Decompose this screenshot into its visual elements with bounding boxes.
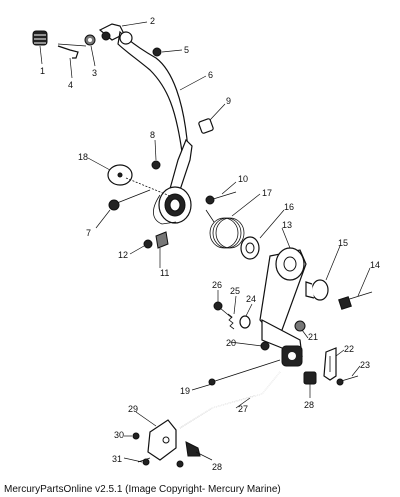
part-12-nut [143,239,153,249]
callout-10: 10 [238,174,248,184]
part-15-bushing [305,279,329,301]
callout-23: 23 [360,360,370,370]
callout-9: 9 [226,96,231,106]
callout-15: 15 [338,238,348,248]
callout-7: 7 [86,228,91,238]
part-5-bolt [152,47,162,57]
part-20-pin [260,341,270,351]
ball-joint-block [281,345,303,367]
callout-26: 26 [212,280,222,290]
copyright-caption: MercuryPartsOnline v2.5.1 (Image Copyrig… [4,484,281,495]
callout-labels: 1 2 3 4 5 6 7 8 9 10 11 12 13 14 15 16 1… [40,16,380,472]
callout-6: 6 [208,70,213,80]
callout-20: 20 [226,338,236,348]
callout-22: 22 [344,344,354,354]
callout-3: 3 [92,68,97,78]
part-18-washer [107,164,171,197]
part-17-spring [205,209,245,249]
part-11-bushing [155,231,169,249]
callout-13: 13 [282,220,292,230]
part-10-screw [205,191,237,205]
part-29-bracket [147,419,177,461]
part-14-bolt [338,291,373,310]
callout-8: 8 [150,130,155,140]
part-7-bolt [108,189,151,211]
part-25-spring [227,313,235,330]
callout-24: 24 [246,294,256,304]
part-30-nut [132,432,140,440]
callout-5: 5 [184,45,189,55]
part-9-bushing [198,118,214,134]
callout-25: 25 [230,286,240,296]
part-13-lever [259,247,307,357]
part-22-clip [323,347,337,381]
callout-27: 27 [238,404,248,414]
callout-2: 2 [150,16,155,26]
leader-lines [39,21,371,463]
part-23-screw [336,375,359,386]
callout-29: 29 [128,404,138,414]
part-6-lever [117,30,193,197]
callout-12: 12 [118,250,128,260]
part-2-ball-joint [98,23,125,41]
part-8-nut [151,160,161,170]
part-16-bushing [240,236,260,260]
callout-4: 4 [68,80,73,90]
callout-17: 17 [262,188,272,198]
callout-14: 14 [370,260,380,270]
part-19-rod [208,359,281,386]
part-28-nut-lower [176,441,201,468]
part-27-link-rod [179,371,281,429]
part-28-nut-upper [303,371,317,385]
callout-28-lower: 28 [212,462,222,472]
callout-30: 30 [114,430,124,440]
part-1-spring [32,30,48,46]
part-21-nut [294,320,306,332]
callout-19: 19 [180,386,190,396]
part-26-screw [213,301,233,319]
callout-18: 18 [78,152,88,162]
part-3-nut [84,34,96,46]
callout-28-upper: 28 [304,400,314,410]
pivot-hub [153,186,192,225]
callout-21: 21 [308,332,318,342]
callout-16: 16 [284,202,294,212]
callout-31: 31 [112,454,122,464]
callout-1: 1 [40,66,45,76]
part-4-link-rod [57,43,87,59]
part-24-washer [239,315,251,329]
callout-11: 11 [160,268,169,278]
